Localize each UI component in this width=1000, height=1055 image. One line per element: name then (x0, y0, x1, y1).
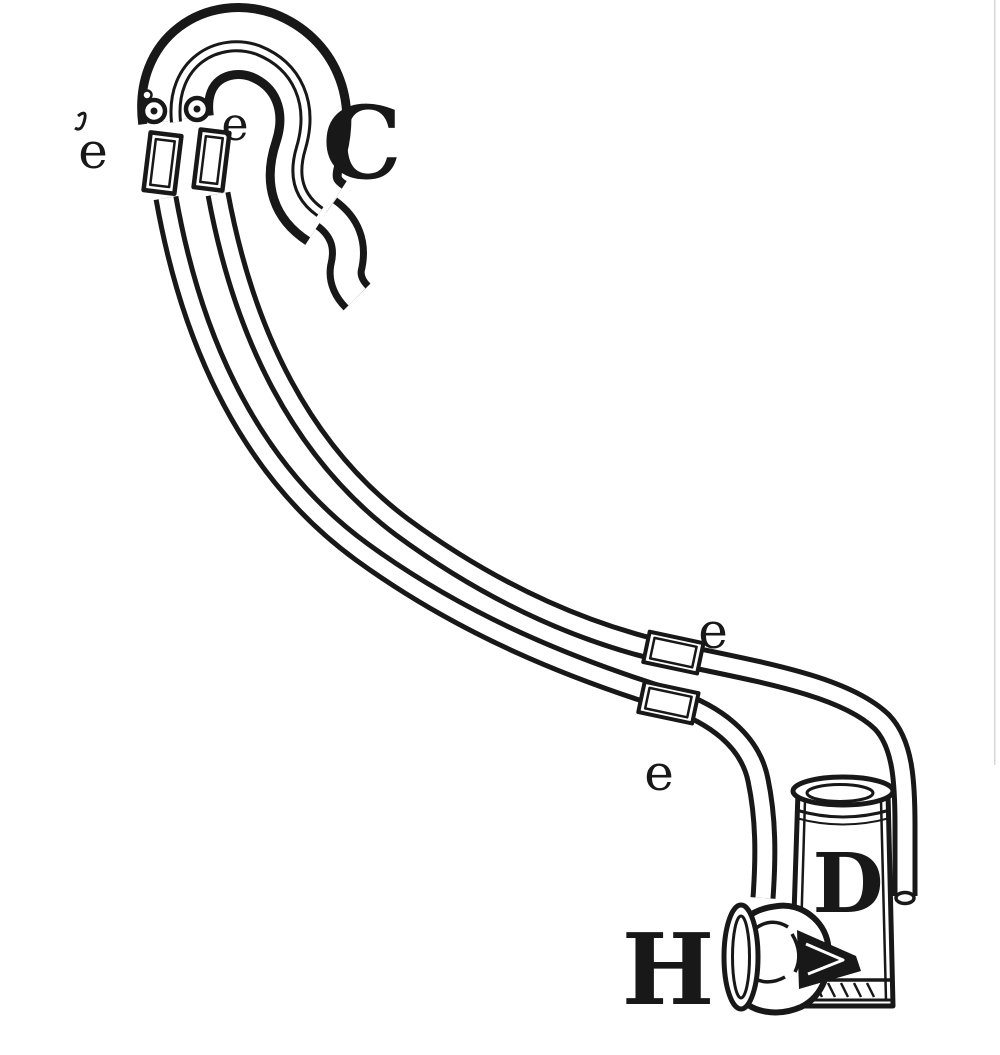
mid-coupler-upper (641, 629, 706, 676)
label-c-cannula: C (322, 84, 402, 202)
tube-right-open-end (894, 890, 916, 906)
label-e-coupler-upper: e (698, 602, 728, 660)
label-e-coupler-lower: e (644, 744, 674, 802)
tube-bundle (153, 191, 918, 906)
label-e-tube-end-left: e (78, 122, 108, 180)
mid-coupler-lower (636, 679, 701, 726)
bulb-flange-ring (721, 902, 761, 1012)
label-e-tube-end-right: e (221, 97, 248, 151)
top-coupler-left (141, 130, 184, 196)
top-couplers (141, 127, 232, 196)
bulb-nozzle (797, 930, 861, 989)
small-curl-mark (74, 111, 87, 131)
cylinder-label: D (812, 836, 883, 932)
cannula-hook (137, 3, 371, 311)
cannula-tube-openings (74, 89, 211, 131)
small-ring-mark (141, 89, 153, 101)
scan-edge-artifact (994, 0, 996, 765)
top-coupler-right (191, 127, 232, 193)
labels: e e C e e H (78, 84, 728, 1028)
label-h-bulb: H (622, 913, 715, 1028)
bulb (721, 902, 861, 1016)
mid-couplers (636, 629, 706, 726)
